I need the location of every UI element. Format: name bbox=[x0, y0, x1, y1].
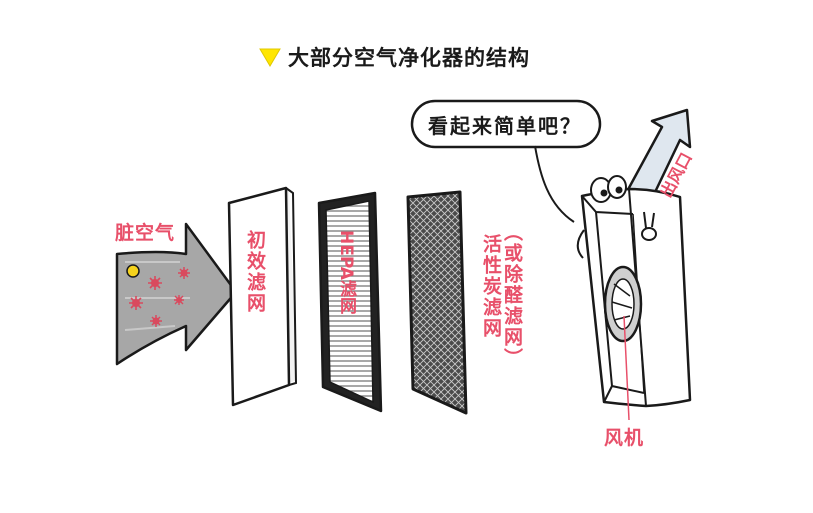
dirty-air-arrow bbox=[115, 222, 238, 366]
primary-filter-label: 初效滤网 bbox=[244, 230, 266, 314]
germ-icon bbox=[148, 276, 162, 290]
dust-particle-icon bbox=[126, 264, 140, 278]
speech-bubble-text: 看起来简单吧？ bbox=[428, 114, 582, 138]
cartoon-eyes-icon bbox=[590, 175, 627, 203]
hepa-filter-panel bbox=[317, 191, 383, 413]
germ-icon bbox=[129, 296, 143, 310]
carbon-alt-label: （或除醛滤网） bbox=[501, 222, 523, 369]
primary-filter-panel bbox=[227, 186, 298, 407]
page-title: 大部分空气净化器的结构 bbox=[288, 46, 530, 70]
speech-bubble bbox=[410, 99, 602, 223]
carbon-filter-label: 活性炭滤网 bbox=[480, 234, 502, 339]
carbon-filter-panel bbox=[406, 190, 468, 415]
dirty-air-label: 脏空气 bbox=[115, 222, 176, 244]
pollutant-particles bbox=[126, 264, 190, 327]
germ-icon bbox=[150, 315, 162, 327]
fan-icon bbox=[603, 265, 643, 343]
title-row: 大部分空气净化器的结构 bbox=[258, 42, 530, 72]
triangle-marker-icon bbox=[259, 48, 281, 67]
purifier-body bbox=[576, 175, 692, 421]
germ-icon bbox=[174, 295, 184, 305]
hepa-filter-label: HEPA滤网 bbox=[336, 230, 356, 314]
peace-hand-icon bbox=[641, 211, 657, 241]
fan-label: 风机 bbox=[604, 427, 645, 449]
germ-icon bbox=[178, 267, 190, 279]
